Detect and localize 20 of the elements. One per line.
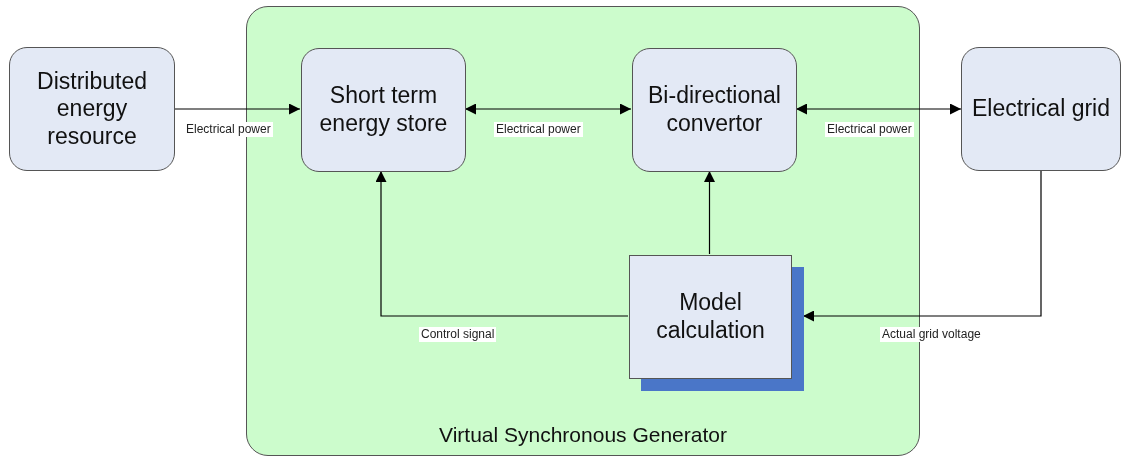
group-title: Virtual Synchronous Generator bbox=[439, 421, 727, 448]
box-label: Electrical grid bbox=[970, 95, 1111, 123]
process-box bbox=[301, 48, 466, 172]
process-box bbox=[961, 47, 1121, 171]
box-label: Model calculation bbox=[655, 289, 766, 345]
arrow bbox=[375, 170, 629, 317]
arrow bbox=[795, 103, 962, 115]
arrow bbox=[464, 103, 632, 115]
process-box bbox=[632, 48, 797, 172]
arrow bbox=[704, 170, 715, 255]
box-label: Distributed energy resource bbox=[36, 67, 148, 151]
edge-label: Control signal bbox=[419, 327, 497, 342]
box-label: Bi-directional convertor bbox=[647, 82, 782, 138]
box-label: Short term energy store bbox=[318, 82, 449, 138]
edge-label: Electrical power bbox=[494, 122, 583, 137]
edge-label: Electrical power bbox=[825, 122, 914, 137]
process-box bbox=[9, 47, 175, 171]
edge-label: Actual grid voltage bbox=[880, 327, 983, 342]
edge-label: Electrical power bbox=[184, 122, 273, 137]
arrow bbox=[174, 103, 301, 115]
